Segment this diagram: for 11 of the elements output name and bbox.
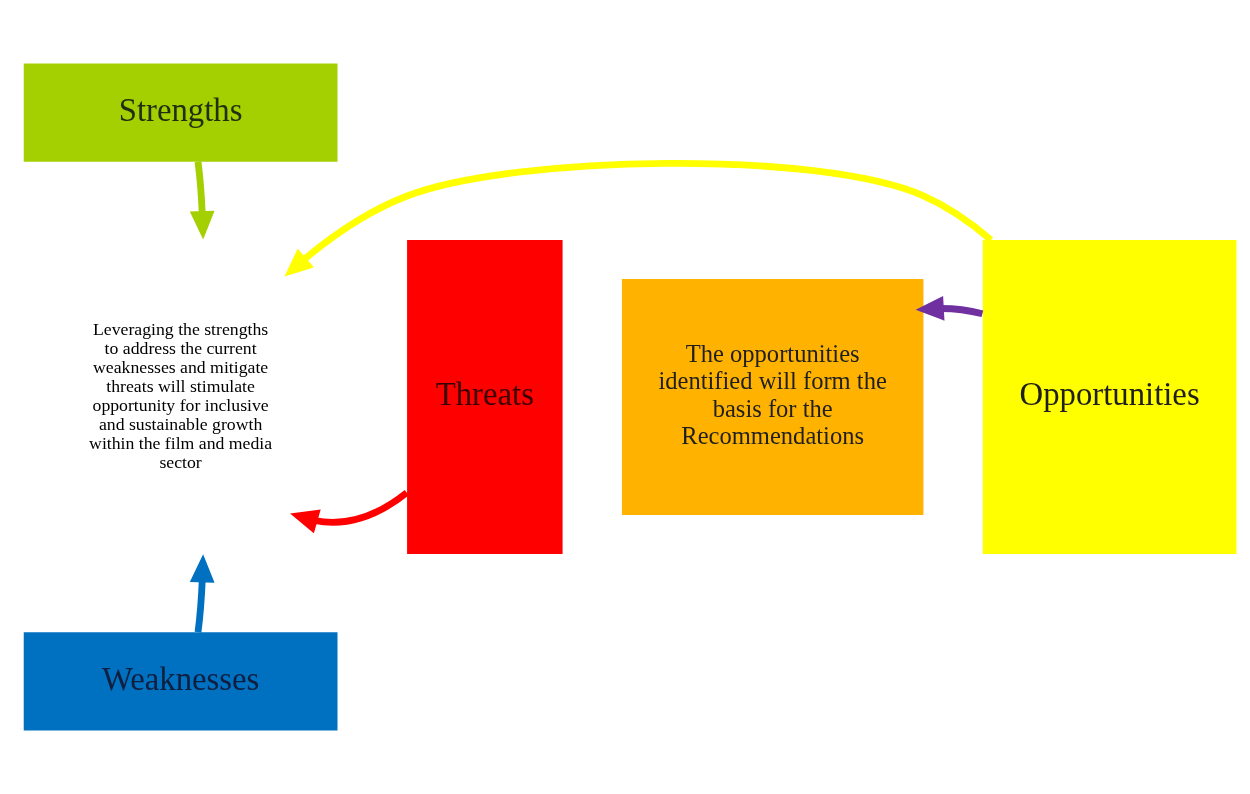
node-box: The opportunities identified will form the basis for the Recommendations [621, 279, 924, 515]
arrow [189, 554, 215, 633]
arrow [189, 161, 215, 240]
node-text: Leveraging the strengths to address the current weaknesses and mitigate threats will stimulate opportunity for inclusive and sustainable growth within the film and media sector [89, 318, 273, 473]
node-box: Strengths [23, 63, 338, 162]
arrow [284, 160, 994, 277]
node-box: Threats [407, 240, 563, 554]
arrow [290, 489, 409, 534]
arrow [915, 295, 984, 321]
node-box: Weaknesses [23, 632, 338, 731]
node-box: Opportunities [982, 240, 1237, 554]
